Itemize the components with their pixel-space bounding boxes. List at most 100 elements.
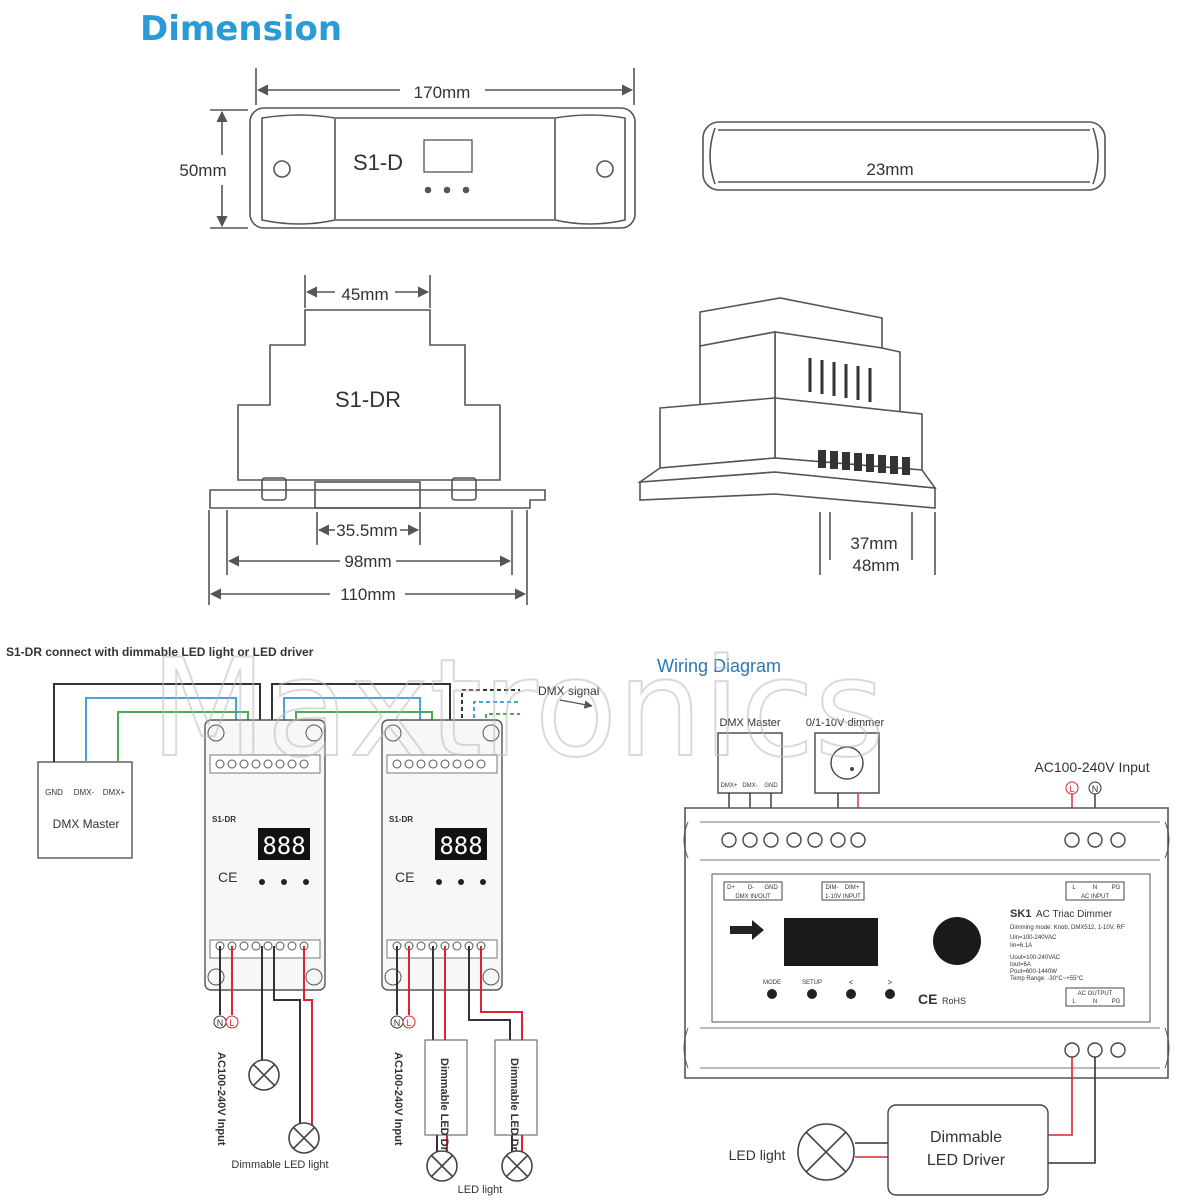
s1d-side-view (702, 121, 1106, 191)
sk1-spec-line-6: Temp Range: -30°C~+55°C (1010, 976, 1084, 982)
s1d-width-label: 170mm (414, 83, 471, 102)
device2-ac-input-label: AC100-240V Input (392, 1052, 404, 1146)
right-lamp-icon (797, 1123, 855, 1181)
s1dr-model-label: S1-DR (335, 387, 401, 412)
s1dr-top-width-label: 45mm (341, 285, 388, 304)
sk1-model-desc: AC Triac Dimmer (1036, 909, 1113, 920)
sk1-spec-line-5: Pout=600-1440W (1010, 969, 1057, 975)
right-master-pin-dmx-plus: DMX+ (721, 783, 738, 789)
s1d-height-label: 50mm (179, 161, 226, 180)
sk1-ce-mark: CE (918, 991, 937, 1007)
device1-l-mark: L (229, 1018, 234, 1028)
sk1-spec-line-4: Iout=6A (1010, 962, 1031, 968)
sk1-term-top-right: L N PG AC INPUT (1065, 881, 1125, 901)
left-lamp-icon-4 (501, 1150, 533, 1182)
left-driver2-label: Dimmable LED Driver (508, 1058, 520, 1171)
right-master-pin-dmx-minus: DMX- (742, 783, 757, 789)
dimmer-knob-icon (830, 746, 864, 780)
left-led-driver-box-2 (494, 1039, 538, 1136)
right-n-mark: N (1092, 784, 1099, 794)
device1-ce: CE (218, 869, 237, 885)
s1dr-inner-label: 98mm (344, 552, 391, 571)
sk1-setup-button[interactable] (807, 989, 817, 999)
sk1-term-top-left: D+ D- GND DMX IN/OUT (723, 881, 783, 901)
right-driver-label-line2: LED Driver (927, 1152, 1006, 1169)
device1-n-mark: N (217, 1018, 224, 1028)
sk1-spec-line-0: Dimming mode: Knob, DMX512, 1-10V, RF (1010, 925, 1125, 931)
s1d-depth-label: 23mm (866, 160, 913, 179)
dimmer-label: 0/1-10V dimmer (806, 717, 885, 729)
term-ac-output: AC OUTPUT (1078, 991, 1113, 997)
sk1-button-label-mode: MODE (763, 980, 781, 986)
term-d-plus: D+ (727, 885, 735, 891)
right-driver-label-line1: Dimmable (930, 1129, 1002, 1146)
term-gnd: GND (764, 885, 778, 891)
sk1-top-terminals (721, 832, 1126, 848)
sk1-right-button[interactable] (885, 989, 895, 999)
term-in-n: N (1093, 885, 1097, 891)
sk1-term-top-mid: DIM- DIM+ 1-10V INPUT (821, 881, 865, 901)
term-out-n: N (1093, 999, 1097, 1005)
iso-width-37-label: 37mm (850, 534, 897, 553)
device2-l-terminal (402, 1015, 416, 1029)
sk1-left-button[interactable] (846, 989, 856, 999)
device2-ce: CE (395, 869, 414, 885)
device2-display: 888 (439, 832, 482, 860)
s1dr-slot-label: 35.5mm (336, 521, 397, 540)
right-master-pin-gnd: GND (764, 783, 778, 789)
sk1-mode-button[interactable] (767, 989, 777, 999)
sk1-model: SK1 (1010, 908, 1031, 920)
s1d-model-label: S1-D (353, 150, 403, 175)
sk1-spec-line-3: Uout=100-240VAC (1010, 955, 1061, 961)
device1-model: S1-DR (212, 815, 236, 824)
right-output-wires (855, 1057, 1096, 1164)
left-s1dr-device-2: S1-DR 888 CE (381, 719, 503, 991)
right-wiring-heading: Wiring Diagram (657, 656, 781, 676)
sk1-device-body (683, 807, 1170, 1079)
left-led-light-label: LED light (458, 1184, 503, 1196)
left-master-label: DMX Master (53, 817, 120, 831)
sk1-display (784, 918, 878, 966)
sk1-button-label-right: > (888, 978, 893, 987)
dmx-signal-label: DMX signal (538, 684, 599, 698)
s1d-front-view (210, 68, 636, 229)
sk1-button-label-setup: SETUP (802, 980, 822, 986)
right-led-driver-box (887, 1104, 1049, 1196)
left-s1dr-device-1: S1-DR 888 CE (204, 719, 326, 991)
sk1-button-label-left: < (849, 978, 854, 987)
term-ac-input: AC INPUT (1081, 894, 1109, 900)
left-master-pin-dmx-minus: DMX- (74, 788, 95, 797)
right-led-light-label: LED light (729, 1147, 786, 1163)
sk1-dmx-arrow-icon (730, 920, 764, 940)
right-dmx-master-label: DMX Master (719, 717, 780, 729)
device2-model: S1-DR (389, 815, 413, 824)
device2-l-mark: L (406, 1018, 411, 1028)
left-driver1-label: Dimmable LED Driver (438, 1058, 450, 1171)
term-in-l: L (1072, 885, 1076, 891)
left-lamp-icon-1 (248, 1059, 280, 1091)
s1dr-total-label: 110mm (340, 585, 395, 604)
dimmer-knob-dot-icon (850, 767, 854, 771)
sk1-rohs: RoHS (942, 996, 966, 1006)
right-l-mark: L (1069, 784, 1074, 794)
sk1-spec-line-1: Uin=100-240VAC (1010, 935, 1057, 941)
right-ac-input-label: AC100-240V Input (1034, 759, 1149, 775)
sk1-term-bottom-right: AC OUTPUT L N PG (1065, 987, 1125, 1007)
sk1-spec-line-2: Iin=6.1A (1010, 943, 1032, 949)
term-in-pg: PG (1112, 885, 1121, 891)
watermark: Maxtronics (150, 630, 885, 787)
term-out-pg: PG (1112, 999, 1121, 1005)
device2-output-wires (396, 946, 523, 1152)
s1dr-front-view (208, 275, 546, 605)
left-master-pin-dmx-plus: DMX+ (103, 788, 126, 797)
term-out-l: L (1072, 999, 1076, 1005)
page-title: Dimension (140, 9, 342, 49)
device1-output-wires (219, 946, 313, 1125)
left-lamp-icon-2 (288, 1122, 320, 1154)
term-1-10v-input: 1-10V INPUT (825, 894, 861, 900)
left-wiring-heading: S1-DR connect with dimmable LED light or… (6, 645, 314, 659)
left-dimmable-led-light-label: Dimmable LED light (231, 1159, 328, 1171)
sk1-bottom-terminals (1064, 1042, 1126, 1058)
device1-l-terminal (225, 1015, 239, 1029)
term-dim-plus: DIM+ (845, 885, 860, 891)
